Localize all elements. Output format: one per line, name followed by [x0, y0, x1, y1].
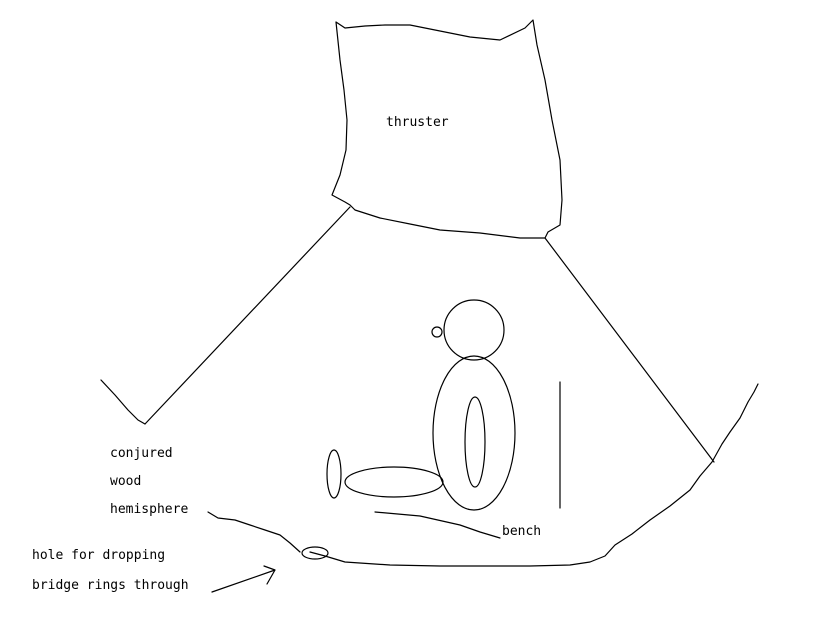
bench-label: bench — [502, 524, 541, 539]
conjured-label: conjured — [110, 446, 173, 461]
figure-body — [432, 355, 516, 511]
hole-label-line1: hole for dropping — [32, 548, 165, 563]
hemisphere-bottom — [207, 511, 301, 553]
figure-foot — [326, 449, 342, 499]
hole-arrow — [211, 565, 276, 593]
bench-seat-line — [374, 511, 501, 539]
hole-label-line2: bridge rings through — [32, 578, 189, 593]
hemisphere-rim-left — [100, 379, 146, 425]
thruster-strut-left — [144, 206, 351, 425]
hemisphere-label: hemisphere — [110, 502, 188, 517]
figure-arm — [464, 396, 486, 488]
figure-leg — [344, 466, 444, 498]
figure-head — [443, 299, 505, 361]
thruster-strut-right — [544, 237, 715, 463]
figure-nose — [431, 326, 443, 338]
hole — [301, 546, 329, 560]
thruster-box — [331, 19, 563, 239]
hemisphere-rim-right — [309, 383, 759, 567]
wood-label: wood — [110, 474, 141, 489]
thruster-label: thruster — [386, 115, 449, 130]
